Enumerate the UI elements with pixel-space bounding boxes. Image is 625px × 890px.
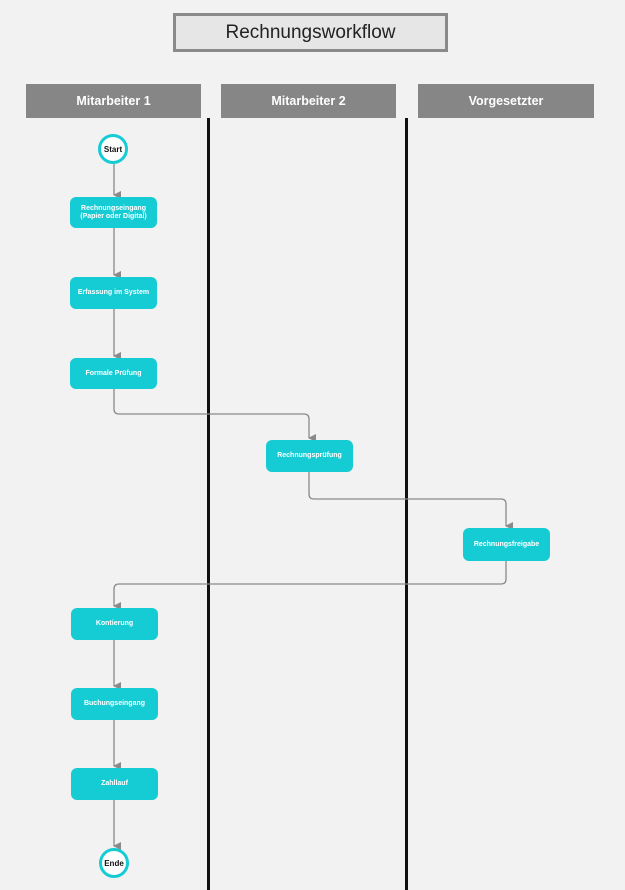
- node-zahllauf: Zahllauf: [71, 768, 158, 800]
- lane-divider-2: [405, 118, 408, 890]
- node-formale-pruefung: Formale Prüfung: [70, 358, 157, 389]
- node-rechnungsfreigabe: Rechnungsfreigabe: [463, 528, 550, 561]
- start-node: Start: [98, 134, 128, 164]
- node-buchungseingang: Buchungseingang: [71, 688, 158, 720]
- edge-rechnungsfreigabe-kontierung: [113, 561, 507, 610]
- edge-rechnungspruefung-rechnungsfreigabe: [308, 472, 513, 530]
- node-erfassung-im-system: Erfassung im System: [70, 277, 157, 309]
- node-rechnungseingang: Rechnungseingang (Papier oder Digital): [70, 197, 157, 228]
- node-kontierung: Kontierung: [71, 608, 158, 640]
- lane-header-mitarbeiter-2: Mitarbeiter 2: [221, 84, 396, 118]
- lane-header-mitarbeiter-1: Mitarbeiter 1: [26, 84, 201, 118]
- edge-formale-pruefung-rechnungspruefung: [113, 389, 316, 442]
- end-node: Ende: [99, 848, 129, 878]
- lane-header-vorgesetzter: Vorgesetzter: [418, 84, 594, 118]
- node-rechnungspruefung: Rechnungsprüfung: [266, 440, 353, 472]
- lane-divider-1: [207, 118, 210, 890]
- diagram-title: Rechnungsworkflow: [173, 13, 448, 52]
